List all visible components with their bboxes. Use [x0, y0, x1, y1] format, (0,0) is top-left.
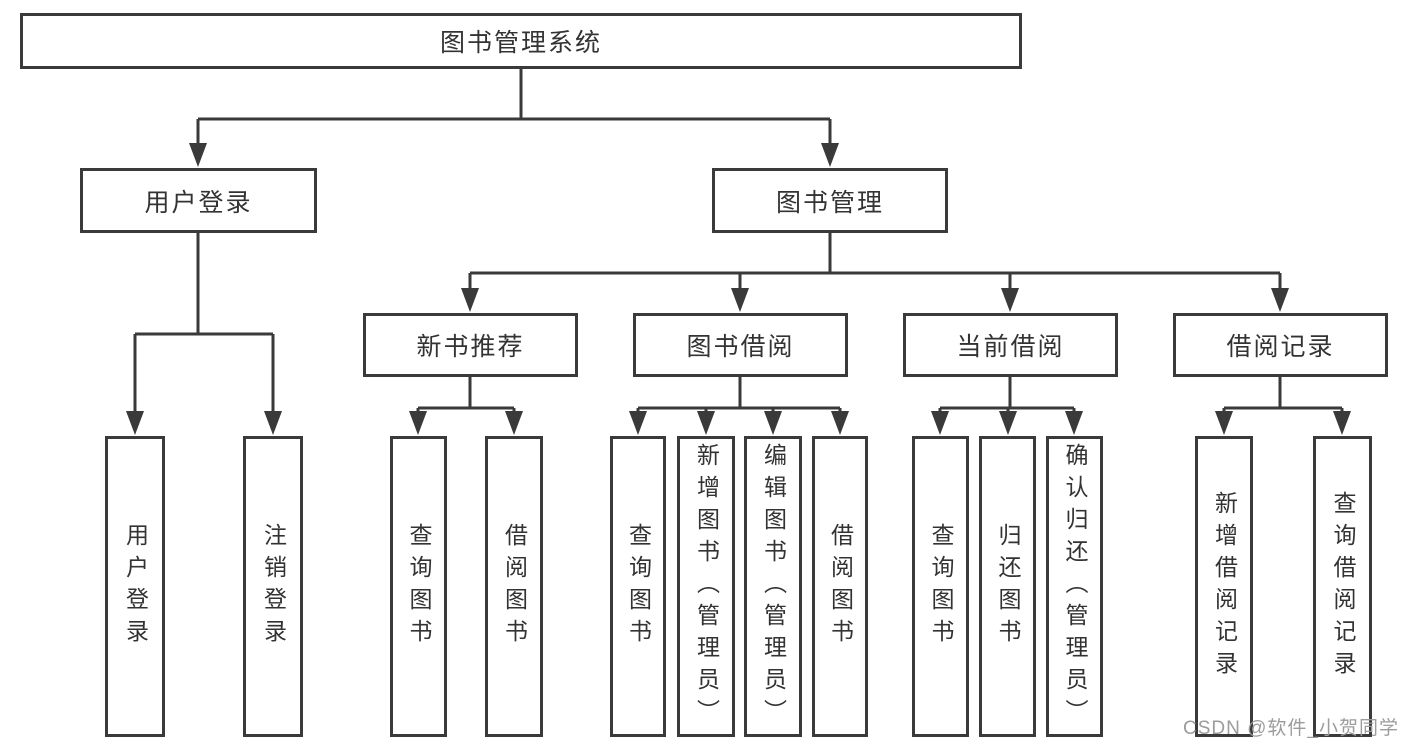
- connector-user-login-to-children: [126, 233, 282, 435]
- connector-book-management-to-sections: [461, 233, 1289, 312]
- arrowhead: [409, 411, 427, 435]
- edge: [416, 377, 516, 416]
- connector-borrowing-to-children: [629, 377, 849, 435]
- arrowhead: [189, 143, 207, 167]
- node-new-books-query: 查询图书: [390, 436, 447, 737]
- arrowhead: [764, 411, 782, 435]
- connector-current-borrowing-to-children: [931, 377, 1083, 435]
- edge: [938, 377, 1076, 416]
- node-records-query: 查询借阅记录: [1313, 436, 1372, 737]
- edge: [468, 233, 1282, 294]
- arrowhead: [505, 411, 523, 435]
- node-borrowing-borrow: 借阅图书: [812, 436, 868, 737]
- node-records-add: 新增借阅记录: [1195, 436, 1253, 737]
- connector-root-to-branches: [189, 69, 839, 167]
- edge: [636, 377, 842, 416]
- edge: [196, 69, 832, 150]
- node-borrowing-add-admin: 新增图书（管理员）: [677, 436, 735, 737]
- arrowhead: [1001, 288, 1019, 312]
- connector-records-to-children: [1215, 377, 1351, 435]
- edge: [1222, 377, 1344, 416]
- arrowhead: [1333, 411, 1351, 435]
- arrowhead: [931, 411, 949, 435]
- arrowhead: [697, 411, 715, 435]
- node-borrowing-edit-admin: 编辑图书（管理员）: [744, 436, 802, 737]
- arrowhead: [629, 411, 647, 435]
- arrowhead: [126, 411, 144, 435]
- watermark-text: CSDN @软件_小贺同学: [1183, 718, 1399, 739]
- arrowhead: [1215, 411, 1233, 435]
- node-current-return: 归还图书: [979, 436, 1036, 737]
- arrowhead: [831, 411, 849, 435]
- node-current-query: 查询图书: [912, 436, 969, 737]
- arrowhead: [461, 288, 479, 312]
- arrowhead: [1271, 288, 1289, 312]
- node-borrowing-query: 查询图书: [610, 436, 666, 737]
- node-book-borrowing: 图书借阅: [633, 313, 848, 377]
- node-current-confirm-admin: 确认归还（管理员）: [1046, 436, 1103, 737]
- node-current-borrowing: 当前借阅: [903, 313, 1118, 377]
- connector-new-books-to-children: [409, 377, 523, 435]
- node-user-login-action: 用户登录: [105, 436, 165, 737]
- node-logout-action: 注销登录: [243, 436, 303, 737]
- node-new-books-borrow: 借阅图书: [485, 436, 543, 737]
- arrowhead: [264, 411, 282, 435]
- node-root: 图书管理系统: [20, 13, 1022, 69]
- arrowhead: [731, 288, 749, 312]
- node-borrow-records: 借阅记录: [1173, 313, 1388, 377]
- arrowhead: [821, 143, 839, 167]
- node-new-books: 新书推荐: [363, 313, 578, 377]
- edge: [133, 233, 275, 416]
- arrowhead: [999, 411, 1017, 435]
- node-book-management: 图书管理: [712, 168, 948, 233]
- arrowhead: [1065, 411, 1083, 435]
- node-user-login: 用户登录: [80, 168, 317, 233]
